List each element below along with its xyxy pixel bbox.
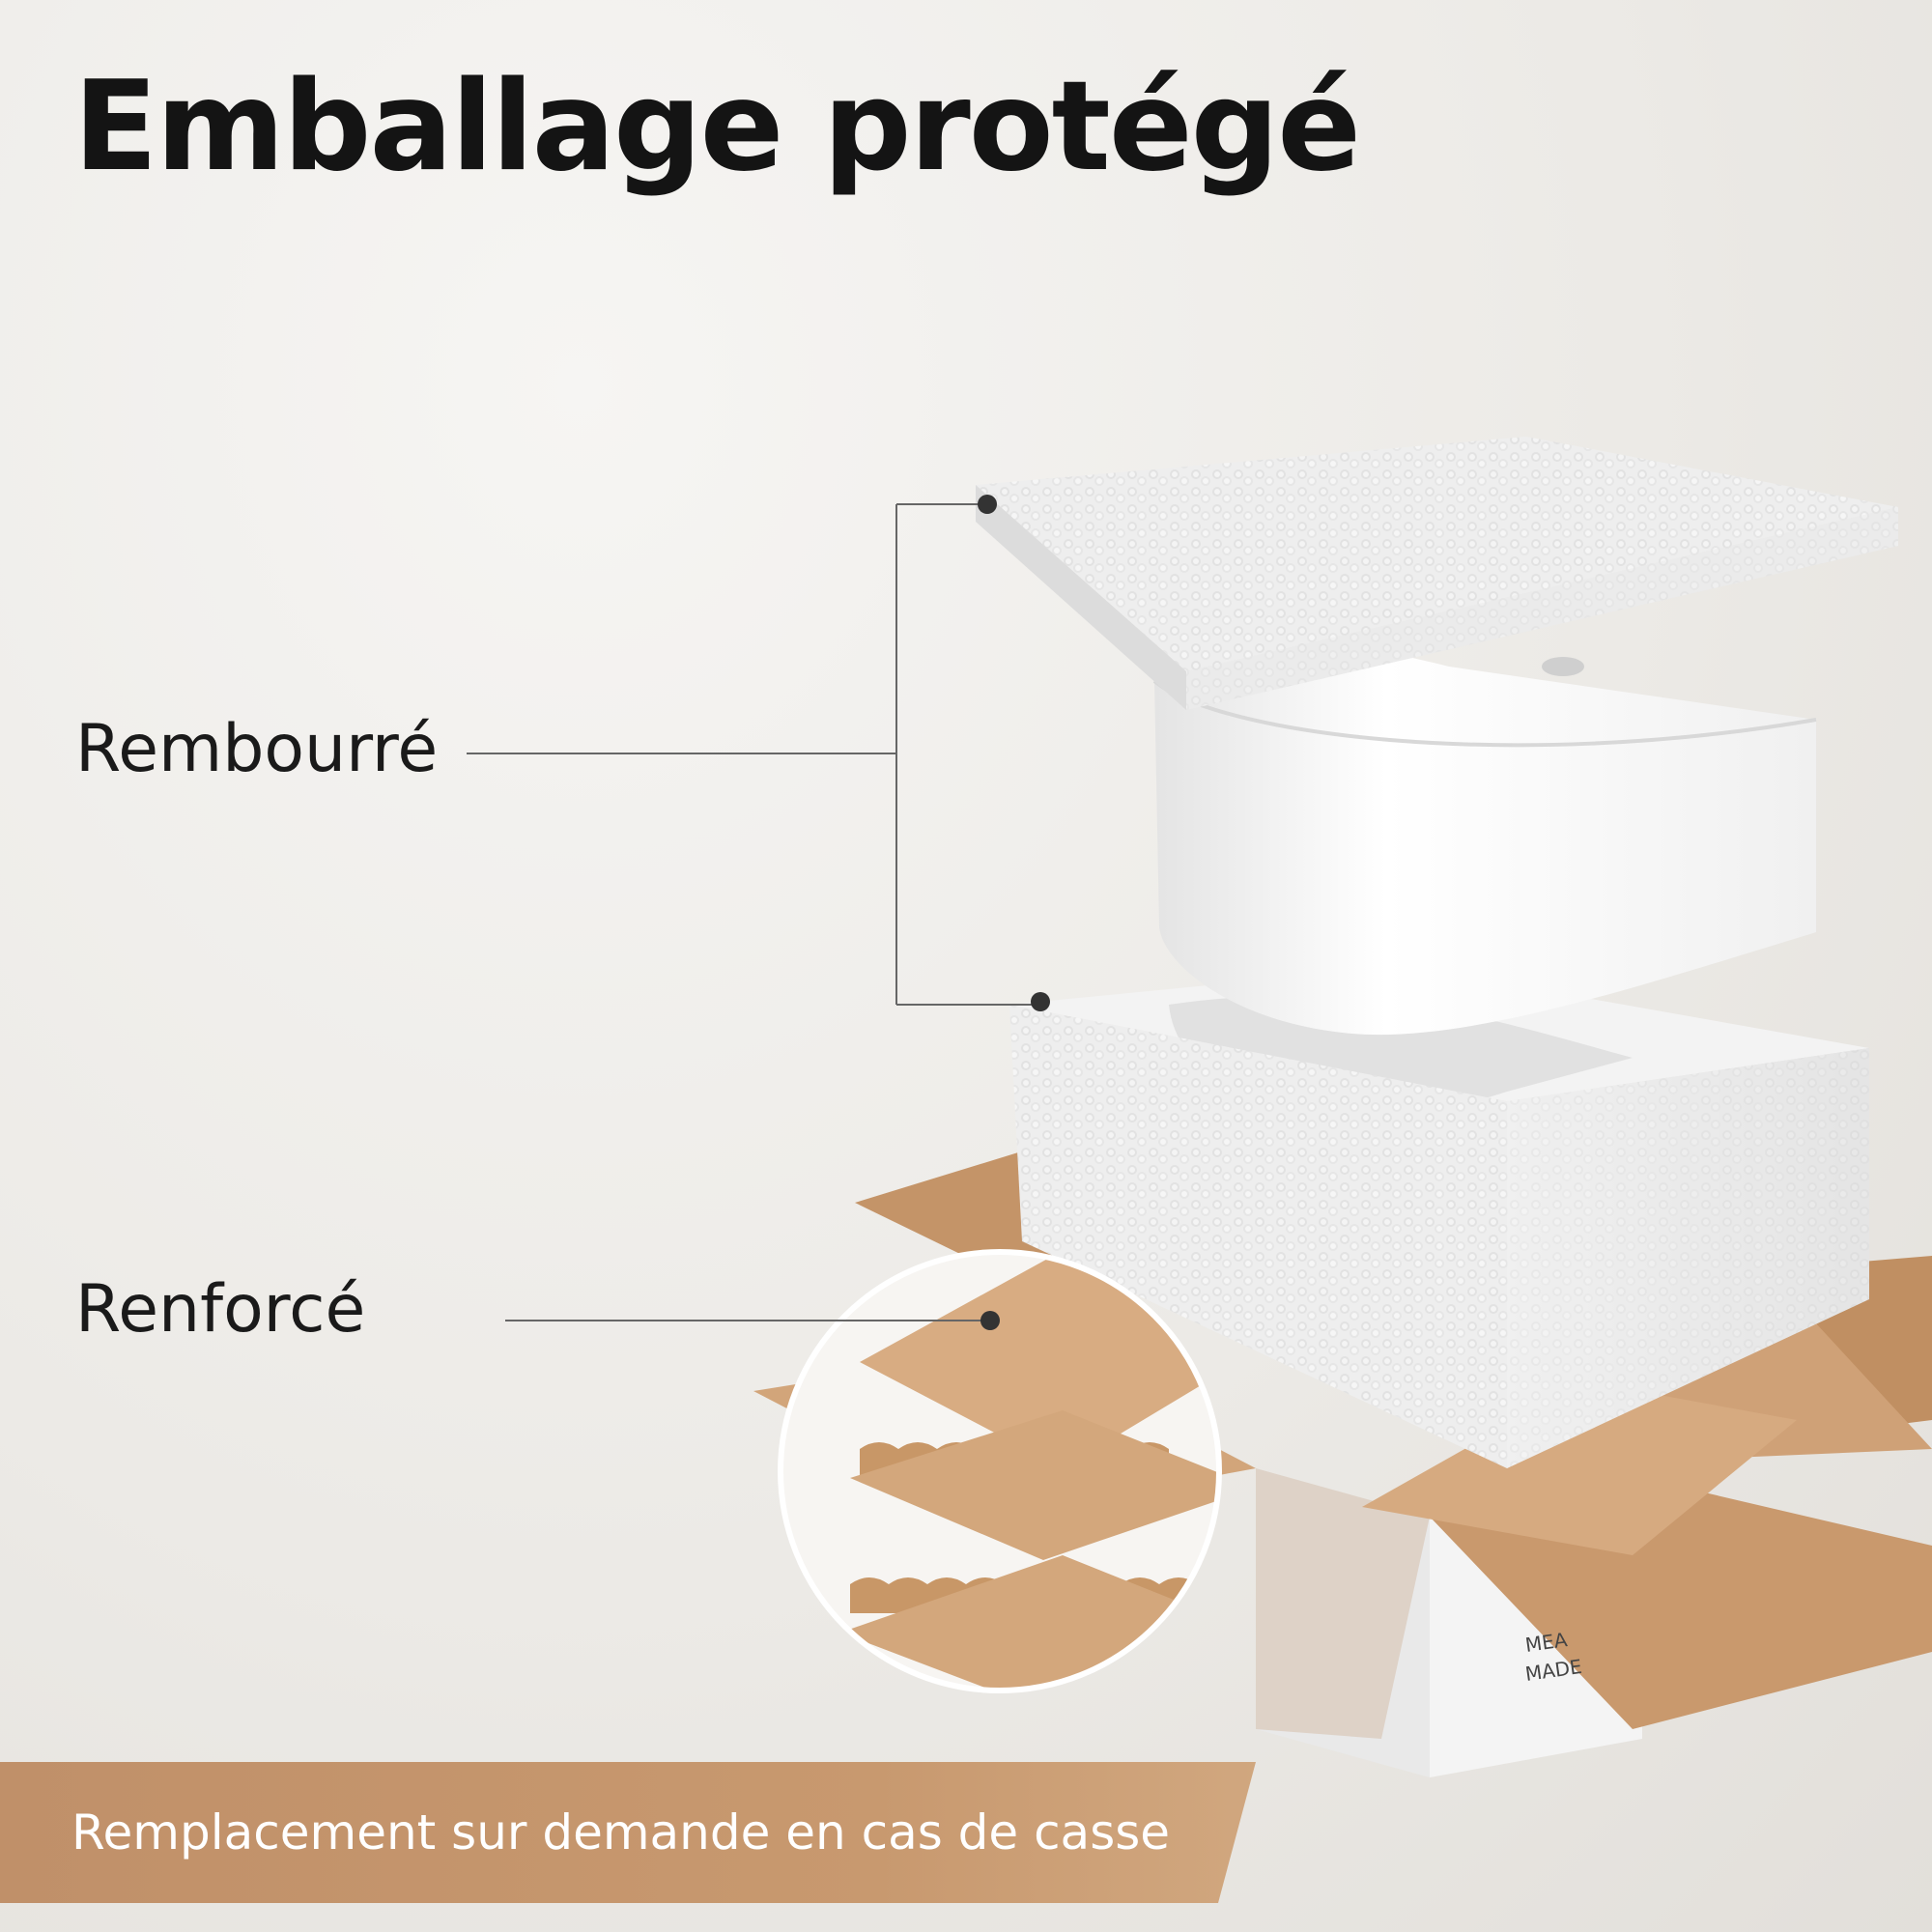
callout-label-padded: Rembourré <box>75 711 439 787</box>
callout-reinforced-connector <box>505 1311 1000 1330</box>
callout-dot-cardboard <box>980 1311 1000 1330</box>
replacement-banner <box>0 1762 1256 1903</box>
sink <box>1152 635 1817 1036</box>
callout-dot-top <box>978 495 997 514</box>
page-title: Emballage protégé <box>73 55 1361 199</box>
callout-label-reinforced: Renforcé <box>75 1271 366 1348</box>
callout-padded-connector <box>467 495 1050 1011</box>
foam-base-block <box>1009 966 1869 1468</box>
callout-dot-base <box>1031 992 1050 1011</box>
corrugated-magnifier <box>778 1249 1222 1693</box>
foam-top-slab <box>976 437 1898 710</box>
replacement-banner-text: Remplacement sur demande en cas de casse <box>71 1804 1171 1861</box>
